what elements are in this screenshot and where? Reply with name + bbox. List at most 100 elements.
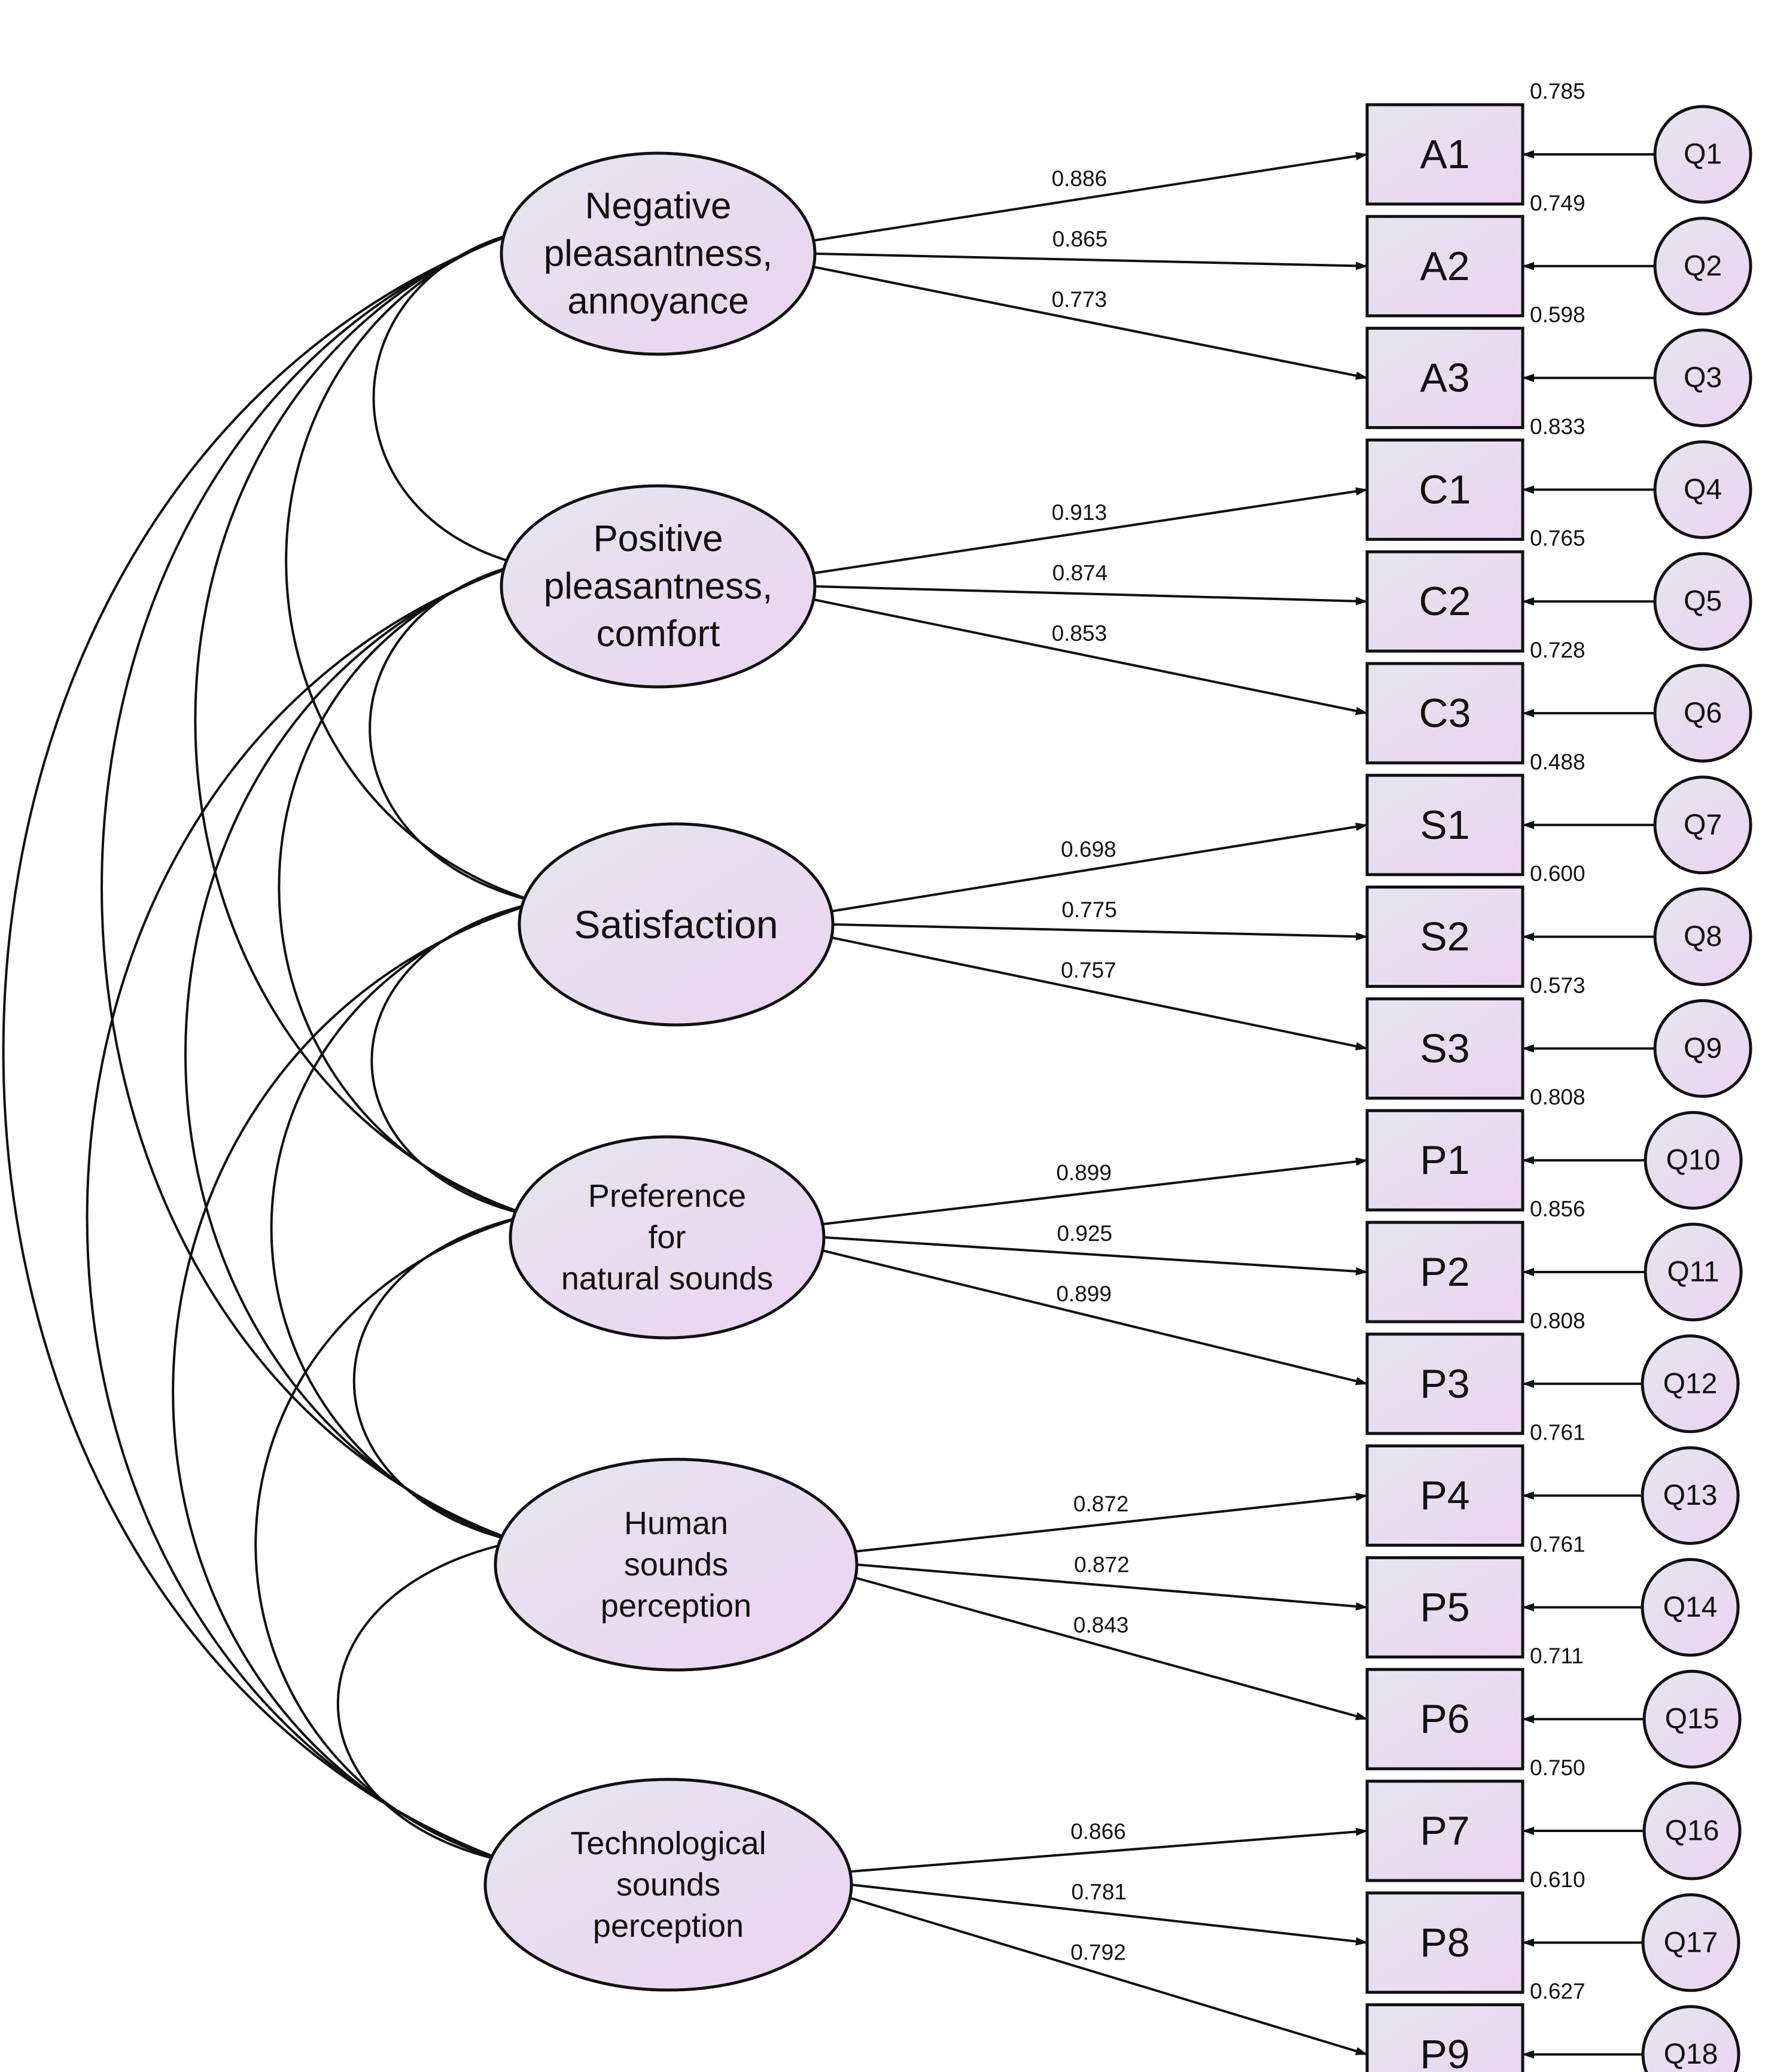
latent-ellipse — [518, 822, 835, 1027]
error-label: Q15 — [1665, 1703, 1720, 1735]
indicator-p3: P3 — [1365, 1332, 1524, 1435]
latent-label-line: Preference — [588, 1178, 746, 1214]
indicator-box — [1365, 1891, 1524, 1994]
covariance-arrow-1-2 — [372, 230, 521, 566]
latent-label-line: Negative — [585, 185, 732, 227]
error-label: Q12 — [1663, 1368, 1718, 1399]
latent-label-line: perception — [593, 1908, 744, 1944]
error-term-q18: Q18 — [1641, 2005, 1740, 2072]
error-term-q9: Q9 — [1653, 999, 1752, 1098]
loading-arrow-a2 — [814, 252, 1368, 270]
r-squared-p7: 0.750 — [1530, 1755, 1586, 1780]
loading-arrow-p2 — [823, 1236, 1368, 1276]
indicator-a3: A3 — [1365, 327, 1524, 430]
indicator-a1: A1 — [1365, 103, 1524, 206]
r-squared-s3: 0.573 — [1530, 973, 1586, 997]
error-label: Q6 — [1684, 698, 1722, 729]
loading-value-c1: 0.913 — [1052, 500, 1107, 525]
error-circle — [1641, 1557, 1740, 1657]
loading-arrow-c3 — [813, 598, 1368, 716]
loading-arrow-p9 — [850, 1897, 1368, 2056]
error-circle — [1653, 775, 1752, 875]
indicator-label: P9 — [1420, 2032, 1469, 2072]
indicator-s3: S3 — [1365, 997, 1524, 1100]
r-squared-s2: 0.600 — [1530, 862, 1586, 886]
loading-value-p7: 0.866 — [1070, 1819, 1126, 1843]
error-label: Q9 — [1684, 1033, 1722, 1064]
latent-label-line: Technological — [570, 1825, 766, 1861]
loading-value-s3: 0.757 — [1061, 958, 1116, 982]
error-circle — [1641, 1893, 1740, 1992]
loading-value-a1: 0.886 — [1052, 166, 1107, 191]
loading-arrow-p7 — [850, 1827, 1368, 1873]
latent-label-line: Human — [624, 1505, 728, 1541]
r-squared-a1: 0.785 — [1530, 79, 1586, 104]
error-label: Q16 — [1665, 1815, 1720, 1847]
loading-arrow-p4 — [855, 1492, 1368, 1553]
indicator-c2: C2 — [1365, 550, 1524, 653]
indicator-box — [1365, 1444, 1524, 1547]
covariance-arrow-1-3 — [285, 230, 539, 903]
error-label: Q14 — [1663, 1592, 1718, 1623]
indicator-label: P7 — [1420, 1808, 1469, 1854]
indicator-label: C3 — [1419, 690, 1471, 736]
indicator-box — [1365, 1109, 1524, 1212]
r-squared-p6: 0.711 — [1530, 1644, 1584, 1668]
indicator-label: P2 — [1420, 1249, 1469, 1295]
covariance-arrow-3-5 — [270, 901, 539, 1543]
loading-value-a2: 0.865 — [1052, 227, 1108, 251]
latent-label-line: for — [648, 1219, 686, 1255]
error-term-q4: Q4 — [1653, 440, 1752, 539]
r-squared-p2: 0.856 — [1530, 1197, 1586, 1221]
indicator-box — [1365, 1779, 1524, 1882]
loading-value-p2: 0.925 — [1057, 1221, 1113, 1246]
indicator-box — [1365, 662, 1524, 765]
loading-value-p1: 0.899 — [1056, 1161, 1112, 1185]
error-term-q8: Q8 — [1653, 887, 1752, 987]
error-label: Q17 — [1664, 1927, 1718, 1958]
covariance-arrow-3-4 — [370, 900, 539, 1217]
diagram-nodes: Negativepleasantness,annoyancePositivepl… — [483, 103, 1752, 2072]
error-term-q12: Q12 — [1641, 1334, 1740, 1434]
error-circle — [1644, 1222, 1743, 1322]
error-circle — [1642, 1669, 1742, 1769]
covariance-arrows — [2, 230, 539, 1864]
error-term-q2: Q2 — [1653, 217, 1752, 316]
loading-value-s2: 0.775 — [1061, 897, 1117, 922]
error-circle — [1641, 2005, 1740, 2072]
indicator-p8: P8 — [1365, 1891, 1524, 1994]
r-squared-p3: 0.808 — [1530, 1309, 1586, 1333]
covariance-arrow-1-5 — [101, 230, 521, 1543]
indicator-label: P8 — [1420, 1920, 1469, 1965]
indicator-p1: P1 — [1365, 1109, 1524, 1212]
latent-label-line: perception — [601, 1588, 751, 1624]
loading-arrow-p3 — [822, 1249, 1368, 1386]
indicator-box — [1365, 1332, 1524, 1435]
error-term-q7: Q7 — [1653, 775, 1752, 875]
loading-arrow-p6 — [855, 1577, 1368, 1721]
r-squared-p4: 0.761 — [1530, 1420, 1586, 1445]
indicator-s2: S2 — [1365, 886, 1524, 988]
indicator-label: P1 — [1420, 1137, 1469, 1183]
indicator-label: S2 — [1420, 914, 1469, 960]
error-circle — [1653, 328, 1752, 428]
loading-arrow-p5 — [856, 1563, 1368, 1611]
indicator-label: C2 — [1419, 579, 1471, 624]
error-term-q15: Q15 — [1642, 1669, 1742, 1769]
indicator-c3: C3 — [1365, 662, 1524, 765]
indicator-p7: P7 — [1365, 1779, 1524, 1882]
error-circle — [1641, 1446, 1740, 1545]
covariance-arrow-2-5 — [184, 563, 521, 1543]
loading-value-p3: 0.899 — [1056, 1282, 1112, 1306]
r-squared-p8: 0.610 — [1530, 1867, 1586, 1892]
indicator-label: P5 — [1420, 1584, 1469, 1630]
covariance-arrow-4-5 — [352, 1213, 530, 1543]
indicator-box — [1365, 774, 1524, 877]
covariance-arrow-2-4 — [278, 563, 530, 1216]
latent-label-line: annoyance — [567, 281, 748, 322]
indicator-box — [1365, 438, 1524, 541]
